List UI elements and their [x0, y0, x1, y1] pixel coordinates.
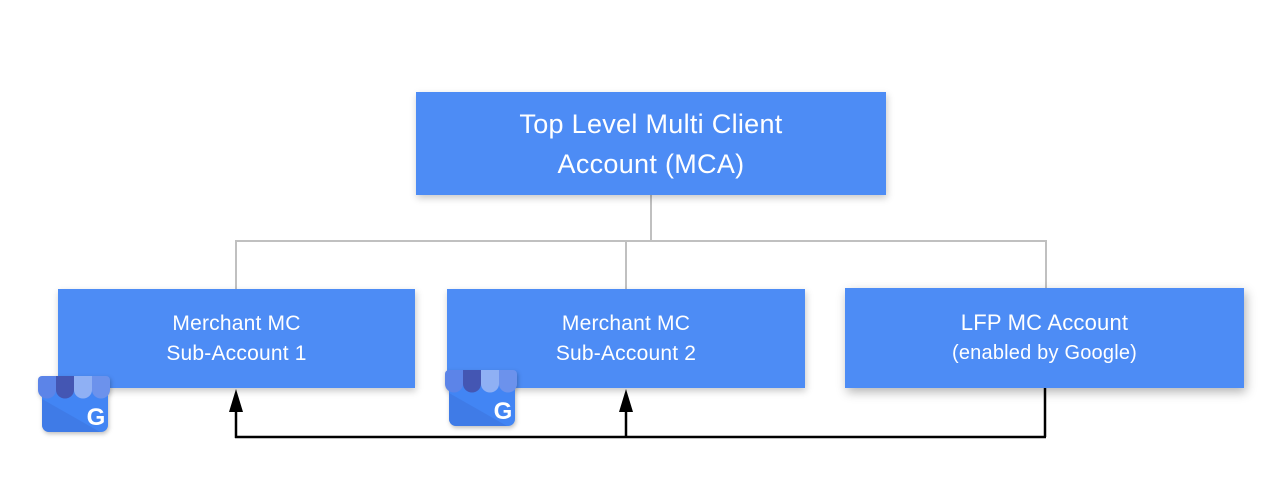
storefront-body: [449, 382, 515, 426]
storefront-shade: [42, 399, 100, 432]
arrowhead-sub2: [619, 389, 633, 412]
node-lfp-mc-account: LFP MC Account (enabled by Google): [845, 288, 1244, 388]
node-lfp-line2: (enabled by Google): [951, 342, 1138, 364]
node-sub2-line2: Sub-Account 2: [555, 341, 697, 365]
node-sub1-line1: Merchant MC: [172, 311, 301, 335]
node-sub1-line2: Sub-Account 1: [166, 341, 307, 365]
node-top-level-mca: Top Level Multi Client Account (MCA): [416, 92, 886, 195]
google-g-letter: G: [494, 398, 513, 425]
node-top-level-mca-line1: Top Level Multi Client: [519, 108, 783, 139]
storefront-awning: [445, 370, 517, 393]
node-sub2-line1: Merchant MC: [561, 311, 691, 335]
node-top-level-mca-line2: Account (MCA): [557, 148, 745, 179]
storefront-awning: [38, 376, 110, 399]
node-merchant-sub-account-1: Merchant MC Sub-Account 1: [58, 289, 415, 388]
google-business-profile-icon: G: [38, 376, 110, 432]
google-business-profile-icon: G: [445, 370, 517, 426]
google-g-letter: G: [87, 404, 106, 431]
arrowhead-sub1: [229, 389, 243, 412]
storefront-body: [42, 388, 108, 432]
node-lfp-line1: LFP MC Account: [960, 310, 1129, 335]
storefront-shade: [449, 393, 507, 426]
